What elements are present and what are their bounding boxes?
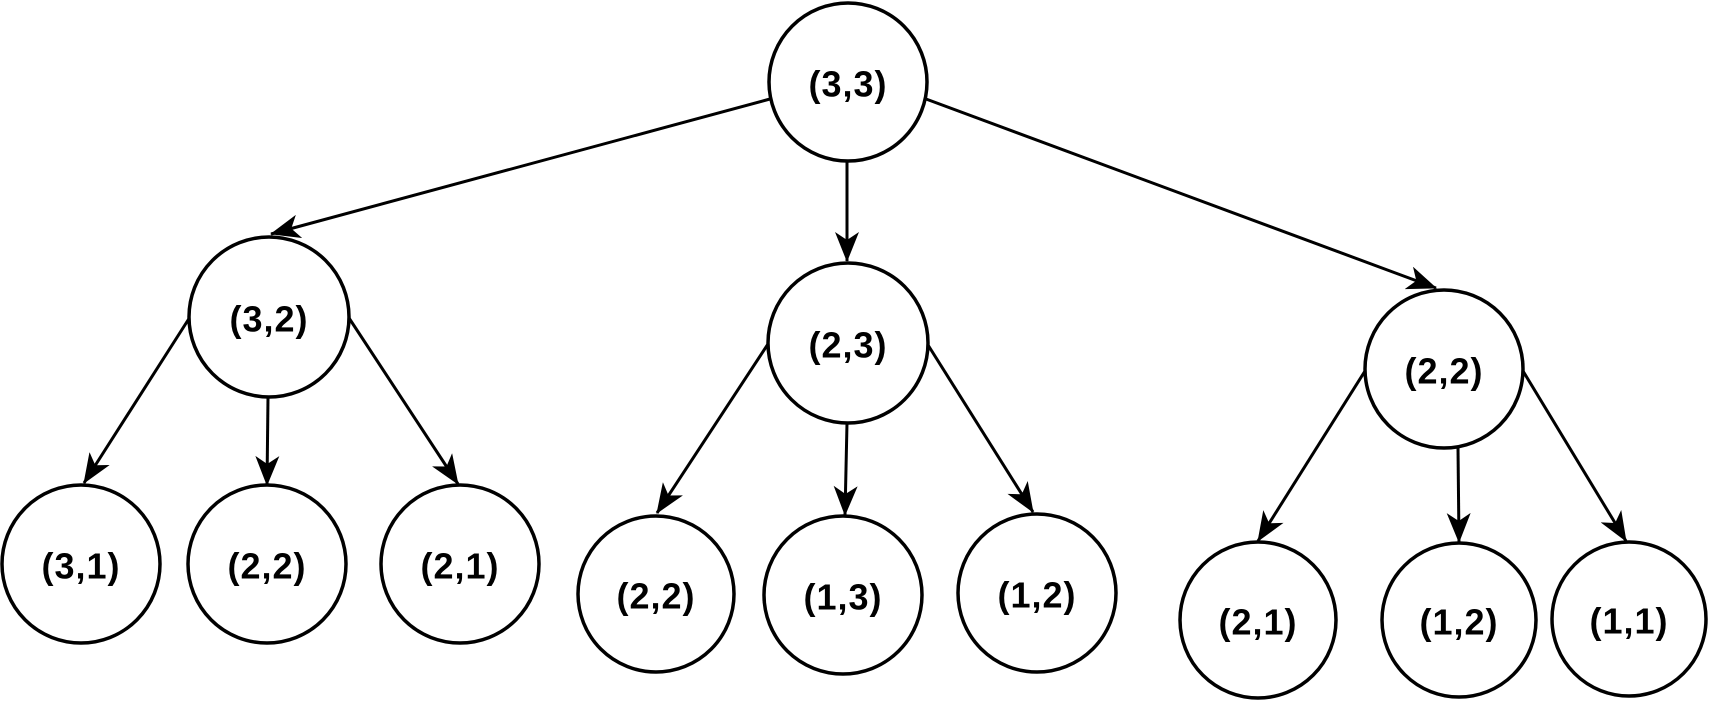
node-circle xyxy=(187,235,351,399)
tree-node-n11: (1,2) xyxy=(1380,541,1538,699)
node-circle xyxy=(379,483,541,645)
tree-node-n0: (3,3) xyxy=(767,1,929,163)
node-label: (2,2) xyxy=(1404,351,1483,392)
tree-node-n9: (1,2) xyxy=(956,512,1118,674)
edge-n2-to-n7 xyxy=(655,343,770,514)
node-circle xyxy=(1178,540,1338,700)
tree-node-n4: (3,1) xyxy=(0,483,162,645)
node-label: (3,2) xyxy=(229,299,308,340)
node-label: (1,1) xyxy=(1589,601,1668,642)
tree-node-n3: (2,2) xyxy=(1363,288,1525,450)
node-circle xyxy=(186,483,348,645)
node-circle xyxy=(762,514,924,676)
node-label: (2,1) xyxy=(420,546,499,587)
node-circle xyxy=(576,514,736,674)
tree-node-n10: (2,1) xyxy=(1178,540,1338,700)
edge-n0-to-n1 xyxy=(270,97,771,239)
node-label: (1,2) xyxy=(1419,602,1498,643)
tree-node-n12: (1,1) xyxy=(1550,540,1708,698)
edges-layer xyxy=(82,97,1628,543)
node-label: (3,1) xyxy=(41,546,120,587)
edge-n1-to-n4 xyxy=(82,316,192,484)
node-label: (1,3) xyxy=(803,577,882,618)
node-label: (2,3) xyxy=(808,325,887,366)
tree-node-n5: (2,2) xyxy=(186,483,348,645)
edge-n1-to-n6 xyxy=(347,317,460,485)
node-circle xyxy=(767,1,929,163)
node-circle xyxy=(1550,540,1708,698)
edge-n3-to-n10 xyxy=(1256,370,1367,542)
node-circle xyxy=(0,483,162,645)
node-label: (2,2) xyxy=(616,576,695,617)
tree-node-n2: (2,3) xyxy=(766,261,930,425)
edge-n1-to-n5 xyxy=(255,396,280,486)
tree-node-n6: (2,1) xyxy=(379,483,541,645)
node-label: (1,2) xyxy=(997,575,1076,616)
node-circle xyxy=(1380,541,1538,699)
node-label: (2,1) xyxy=(1218,602,1297,643)
node-circle xyxy=(956,512,1118,674)
edge-n2-to-n8 xyxy=(833,422,858,516)
tree-node-n8: (1,3) xyxy=(762,514,924,676)
node-circle xyxy=(766,261,930,425)
tree-node-n1: (3,2) xyxy=(187,235,351,399)
edge-n3-to-n11 xyxy=(1446,447,1471,543)
edge-n0-to-n3 xyxy=(925,97,1437,290)
tree-node-n7: (2,2) xyxy=(576,514,736,674)
edge-n3-to-n12 xyxy=(1521,370,1628,542)
node-label: (2,2) xyxy=(227,546,306,587)
edge-n2-to-n9 xyxy=(926,344,1035,513)
node-circle xyxy=(1363,288,1525,450)
node-label: (3,3) xyxy=(808,64,887,105)
